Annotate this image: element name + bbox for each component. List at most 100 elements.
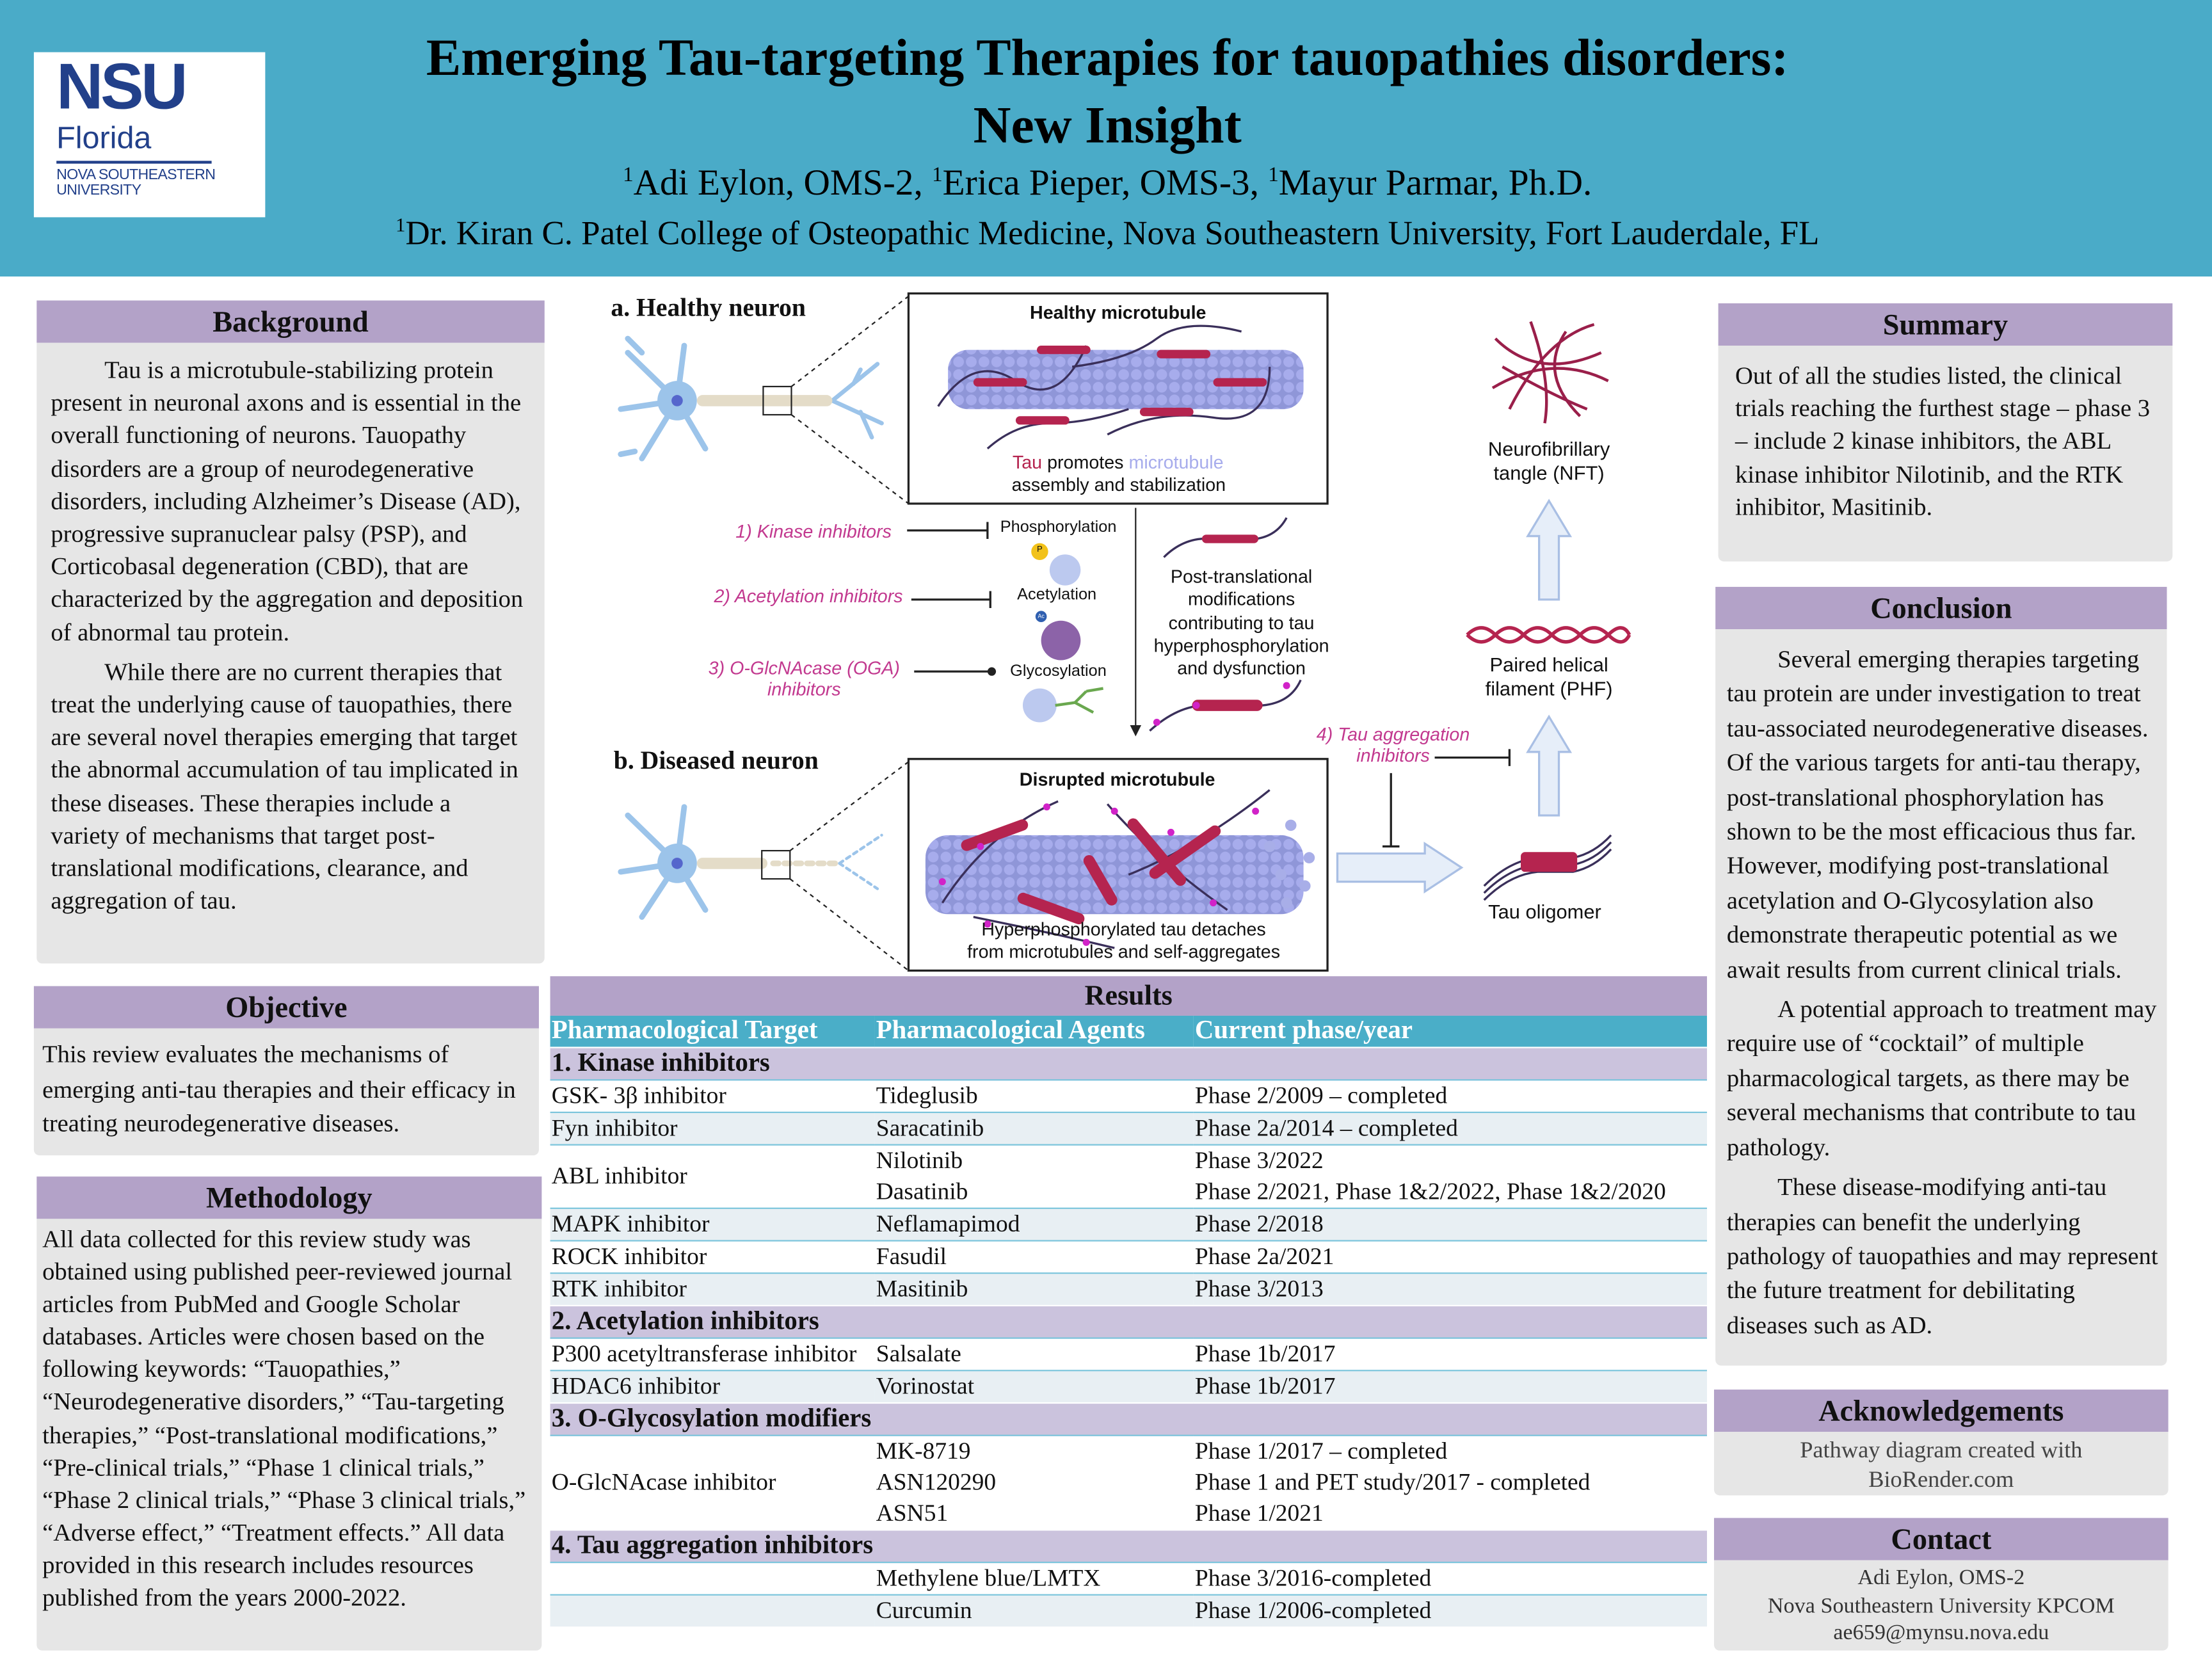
agents-cell: Masitinib <box>874 1272 1194 1306</box>
author-sup: 1 <box>932 164 943 187</box>
healthy-neuron-label: a. Healthy neuron <box>611 293 806 322</box>
agent-name: ASN120290 <box>876 1468 997 1496</box>
conclusion-paragraph: Several emerging therapies targeting tau… <box>1726 645 2149 983</box>
agent-name: Vorinostat <box>876 1372 975 1400</box>
ptm-line: modifications <box>1187 588 1295 610</box>
tau-aggregation-inhibitors-label-1: 4) Tau aggregation <box>1316 723 1470 745</box>
phospho-tau-strand-icon <box>1192 700 1263 711</box>
logo-nsu: NSU <box>56 49 188 123</box>
phase-value: Phase 1/2021 <box>1194 1499 1324 1527</box>
contact-email[interactable]: ae659@mynsu.nova.edu <box>1833 1621 2049 1645</box>
phase-cell: Phase 2a/2021 <box>1193 1240 1707 1274</box>
summary-text: Out of all the studies listed, the clini… <box>1735 361 2151 520</box>
phase-value: Phase 1 and PET study/2017 - completed <box>1194 1468 1591 1496</box>
agent-name: Salsalate <box>876 1340 961 1367</box>
tau-aggregation-inhibitors-label-2: inhibitors <box>1356 744 1430 766</box>
acknowledgements-line: Pathway diagram created with <box>1800 1436 2083 1463</box>
caption-microtubule: microtubule <box>1128 451 1224 473</box>
healthy-microtubule-icon <box>948 349 1304 410</box>
objective-body: This review evaluates the mechanisms of … <box>33 1028 539 1156</box>
logo-line1: NOVA SOUTHEASTERN <box>56 166 216 184</box>
up-arrow-icon <box>1526 714 1573 817</box>
phosphate-badge: P <box>1036 545 1043 555</box>
healthy-caption: Tau promotes microtubule <box>908 451 1327 472</box>
logo-florida: Florida <box>56 120 152 156</box>
disrupted-caption-line2: from microtubules and self-aggregates <box>967 941 1281 963</box>
author-3: Mayur Parmar, Ph.D. <box>1278 162 1592 204</box>
nft-label-line: Neurofibrillary <box>1487 437 1610 460</box>
nsu-logo: NSU Florida NOVA SOUTHEASTERN UNIVERSITY <box>33 49 266 218</box>
background-body: Tau is a microtubule-stabilizing protein… <box>36 342 545 964</box>
section-title: 3. O-Glycosylation modifiers <box>550 1402 1707 1436</box>
target-cell: HDAC6 inhibitor <box>550 1370 875 1403</box>
section-title: 2. Acetylation inhibitors <box>550 1304 1707 1338</box>
disrupted-box-title: Disrupted microtubule <box>1019 769 1215 790</box>
phase-cell: Phase 2/2009 – completed <box>1193 1079 1707 1112</box>
column-header: Pharmacological Target <box>550 1015 875 1048</box>
phase-cell: Phase 2/2018 <box>1193 1207 1707 1241</box>
summary-body: Out of all the studies listed, the clini… <box>1718 346 2173 562</box>
acetylation-inhibitors-label: 2) Acetylation inhibitors <box>714 585 903 607</box>
agents-cell: Methylene blue/LMTX <box>874 1561 1194 1595</box>
glycosylation-label: Glycosylation <box>1010 662 1107 680</box>
agent-name: Nilotinib <box>876 1146 963 1174</box>
affiliation-text: Dr. Kiran C. Patel College of Osteopathi… <box>405 216 1820 253</box>
phase-value: Phase 2a/2021 <box>1194 1242 1334 1270</box>
affiliation-sup: 1 <box>396 216 406 237</box>
phase-cell: Phase 3/2013 <box>1193 1272 1707 1306</box>
tau-strand-icon <box>1201 534 1259 543</box>
results-heading: Results <box>550 976 1707 1016</box>
phase-value: Phase 1b/2017 <box>1194 1340 1336 1367</box>
healthy-box-title: Healthy microtubule <box>1030 301 1206 323</box>
disrupted-caption-line1: Hyperphosphorylated tau detaches <box>981 918 1266 940</box>
phase-value: Phase 2/2018 <box>1194 1210 1324 1237</box>
target-cell: P300 acetyltransferase inhibitor <box>550 1337 875 1371</box>
methodology-body: All data collected for this review study… <box>36 1219 542 1651</box>
healthy-caption-line2: assembly and stabilization <box>1011 474 1226 495</box>
ptm-line: hyperphosphorylation <box>1153 634 1329 656</box>
section-row: 3. O-Glycosylation modifiers <box>550 1402 1707 1436</box>
tau-oligomer-label: Tau oligomer <box>1488 900 1601 923</box>
column-header: Current phase/year <box>1193 1015 1707 1048</box>
healthy-neuron-icon <box>618 335 884 461</box>
acknowledgements-heading: Acknowledgements <box>1713 1390 2168 1432</box>
diseased-neuron-icon <box>618 804 883 920</box>
author-2: Erica Pieper, OMS-3, <box>942 162 1269 204</box>
methodology-text: All data collected for this review study… <box>42 1224 526 1612</box>
target-cell: ABL inhibitor <box>550 1144 875 1208</box>
conclusion-heading: Conclusion <box>1715 586 2167 630</box>
phase-value: Phase 1b/2017 <box>1194 1372 1336 1400</box>
acetylation-label: Acetylation <box>1017 586 1097 604</box>
phase-value: Phase 3/2016-completed <box>1194 1564 1432 1592</box>
phase-cell: Phase 1b/2017 <box>1193 1370 1707 1403</box>
glycan-icon <box>1055 687 1103 714</box>
phosphorylation-label: Phosphorylation <box>1000 519 1117 536</box>
agent-name: MK-8719 <box>876 1437 971 1464</box>
phase-cell: Phase 1/2006-completed <box>1193 1594 1707 1627</box>
caption-tau: Tau <box>1012 451 1043 473</box>
phase-value: Phase 2a/2014 – completed <box>1194 1114 1458 1142</box>
right-arrow-icon <box>1336 841 1464 894</box>
author-sup: 1 <box>1268 164 1279 187</box>
agent-name: Saracatinib <box>876 1114 984 1142</box>
ptm-line: Post-translational <box>1170 565 1313 587</box>
phf-label-line: filament (PHF) <box>1485 676 1613 700</box>
contact-name: Adi Eylon, OMS-2 <box>1857 1566 2025 1591</box>
agents-cell: Tideglusib <box>874 1079 1194 1112</box>
section-row: 4. Tau aggregation inhibitors <box>550 1529 1707 1563</box>
phase-cell: Phase 3/2016-completed <box>1193 1561 1707 1595</box>
logo-divider <box>56 161 212 163</box>
section-row: 1. Kinase inhibitors <box>550 1046 1707 1080</box>
column-header: Pharmacological Agents <box>874 1015 1194 1048</box>
methodology-heading: Methodology <box>36 1176 542 1219</box>
